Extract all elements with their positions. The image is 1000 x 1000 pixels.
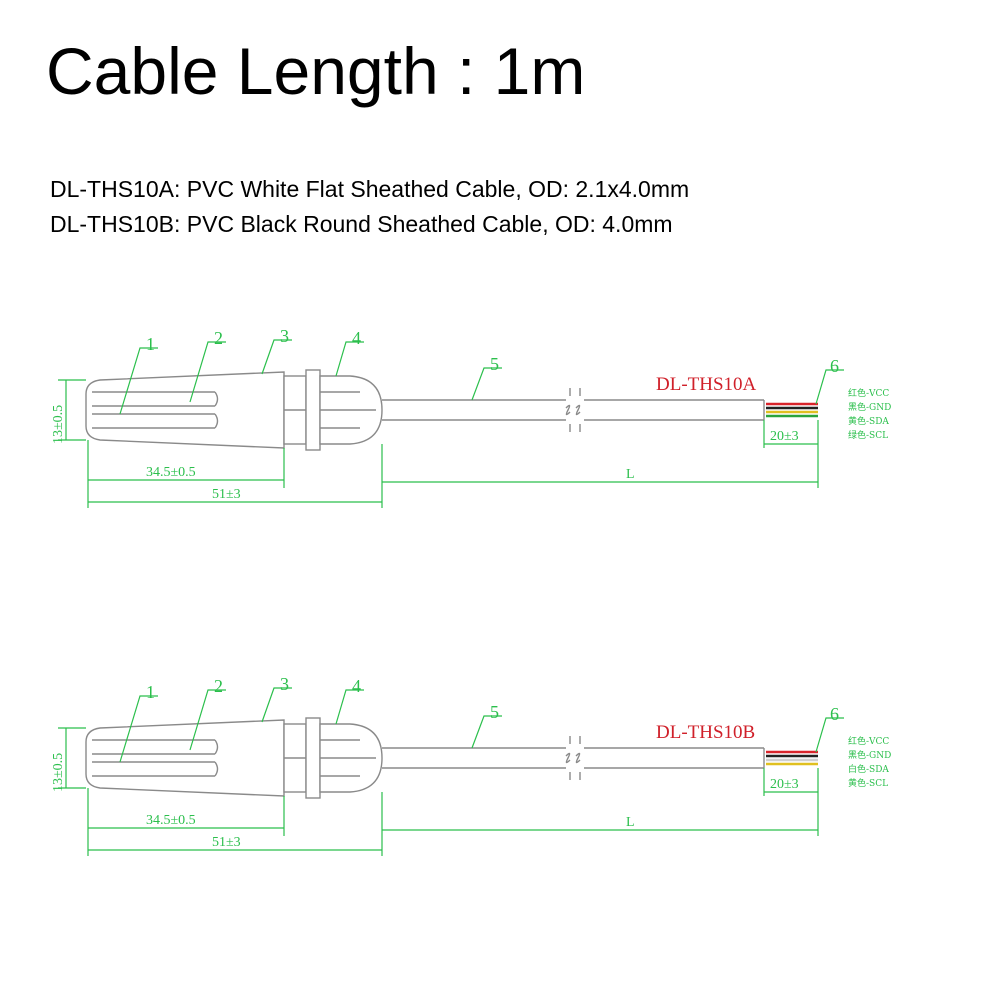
dim-strip-lines — [763, 420, 818, 448]
part-leader-1 — [119, 695, 158, 763]
cable-break-symbol — [565, 736, 581, 780]
dim-strip-label: 20±3 — [770, 777, 799, 792]
dim-length-label: L — [626, 815, 635, 830]
part-number-4: 4 — [352, 328, 361, 348]
dim-probe-lines — [87, 788, 285, 836]
cable-sheath-right — [584, 399, 765, 421]
gland-ribs — [320, 391, 376, 429]
dim-overall-label: 51±3 — [212, 487, 241, 502]
model-label: DL-THS10B — [656, 722, 755, 743]
cable-sheath-left — [382, 399, 566, 421]
dim-overall-lines — [87, 444, 383, 508]
wire-legend-1: 红色-VCC — [848, 735, 889, 747]
part-number-4: 4 — [352, 676, 361, 696]
part-leader-5 — [471, 367, 502, 401]
part-leader-4 — [335, 689, 364, 725]
cable-drawing-ths10b: DL-THS10B 1 2 3 4 5 6 红色-VCC 黑色-GND 白色-SDA 黄色-SCL 1… — [51, 674, 891, 856]
probe-vent-slots — [92, 739, 215, 777]
probe-vent-ends — [214, 739, 219, 777]
model-label: DL-THS10A — [656, 374, 757, 395]
wire-legend-4: 黄色-SCL — [848, 777, 888, 789]
wire-legend-2: 黑色-GND — [848, 401, 891, 413]
cable-break-symbol — [565, 388, 581, 432]
part-number-2: 2 — [214, 676, 223, 696]
cable-drawing-ths10a: DL-THS10A 1 2 3 4 5 6 红色-VCC 黑色-GND 黄色-SDA 绿色-SCL 1… — [51, 326, 891, 508]
dim-strip-lines — [763, 768, 818, 796]
gland-ribs — [320, 739, 376, 777]
dim-strip-label: 20±3 — [770, 429, 799, 444]
dim-height-label: 13±0.5 — [51, 405, 66, 444]
part-leader-5 — [471, 715, 502, 749]
wire-legend-1: 红色-VCC — [848, 387, 889, 399]
dim-height-label: 13±0.5 — [51, 753, 66, 792]
part-number-2: 2 — [214, 328, 223, 348]
wire-legend-4: 绿色-SCL — [848, 429, 888, 441]
wire-legend-2: 黑色-GND — [848, 749, 891, 761]
part-leader-2 — [189, 341, 226, 403]
dim-probe-label: 34.5±0.5 — [146, 813, 196, 828]
cable-sheath-left — [382, 747, 566, 769]
part-number-3: 3 — [280, 326, 289, 346]
page-title: Cable Length : 1m — [46, 34, 586, 108]
probe-housing — [85, 371, 285, 449]
probe-housing — [85, 719, 285, 797]
part-number-5: 5 — [490, 354, 499, 374]
part-number-6: 6 — [830, 704, 839, 724]
wire-legend-3: 黄色-SDA — [848, 415, 889, 427]
dim-height-lines — [58, 727, 86, 789]
dim-overall-label: 51±3 — [212, 835, 241, 850]
probe-vent-slots — [92, 391, 215, 429]
wire-legend-3: 白色-SDA — [848, 763, 889, 775]
part-number-6: 6 — [830, 356, 839, 376]
dim-probe-lines — [87, 440, 285, 488]
part-number-1: 1 — [146, 682, 155, 702]
dim-probe-label: 34.5±0.5 — [146, 465, 196, 480]
part-number-5: 5 — [490, 702, 499, 722]
flange — [305, 369, 321, 451]
spec-line-ths10b: DL-THS10B: PVC Black Round Sheathed Cabl… — [50, 211, 673, 237]
part-number-1: 1 — [146, 334, 155, 354]
cable-sheath-right — [584, 747, 765, 769]
probe-vent-ends — [214, 391, 219, 429]
part-leader-3 — [261, 687, 292, 723]
flange — [305, 717, 321, 799]
part-number-3: 3 — [280, 674, 289, 694]
part-leader-6 — [815, 717, 844, 753]
part-leader-6 — [815, 369, 844, 405]
dim-length-lines — [382, 420, 819, 488]
dim-length-label: L — [626, 467, 635, 482]
dim-overall-lines — [87, 792, 383, 856]
part-leader-2 — [189, 689, 226, 751]
dim-height-lines — [58, 379, 86, 441]
dim-length-lines — [382, 768, 819, 836]
part-leader-3 — [261, 339, 292, 375]
part-leader-4 — [335, 341, 364, 377]
spec-line-ths10a: DL-THS10A: PVC White Flat Sheathed Cable… — [50, 176, 690, 202]
part-leader-1 — [119, 347, 158, 415]
